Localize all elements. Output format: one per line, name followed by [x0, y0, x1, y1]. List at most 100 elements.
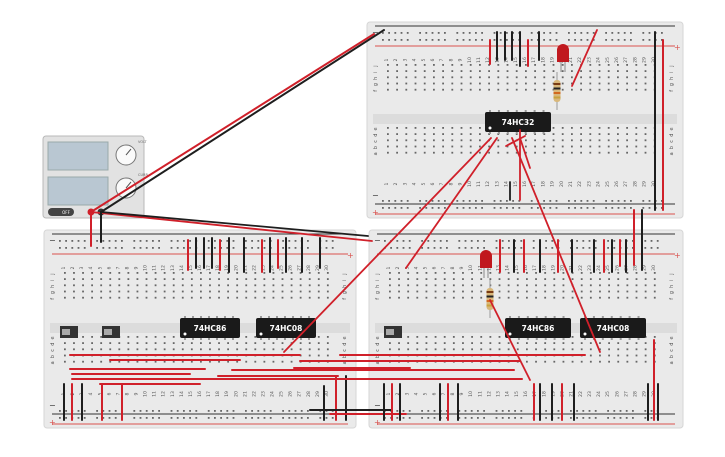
hole	[635, 64, 638, 66]
column-number: 6	[430, 58, 436, 61]
ic-pin	[517, 338, 520, 340]
hole	[127, 296, 130, 299]
hole	[460, 139, 463, 142]
hole	[497, 133, 500, 135]
hole	[506, 76, 509, 79]
hole	[471, 290, 473, 293]
rail-hole	[512, 32, 514, 34]
hole	[423, 139, 426, 142]
rail-hole	[325, 247, 328, 249]
hole	[272, 296, 275, 299]
column-number: 14	[179, 265, 185, 271]
dip-switch-toggle	[386, 329, 394, 335]
column-number: 10	[143, 265, 149, 271]
hole	[451, 64, 454, 66]
rail-hole	[152, 410, 154, 412]
hole	[469, 133, 472, 135]
hole	[589, 348, 592, 351]
hole	[525, 88, 527, 91]
hole	[200, 284, 202, 287]
hole	[398, 342, 400, 344]
column-number: 23	[260, 391, 266, 397]
hole	[163, 284, 166, 287]
hole	[598, 64, 601, 66]
column-number: 19	[550, 181, 556, 187]
hole	[236, 342, 239, 344]
hole	[497, 70, 500, 72]
rail-hole	[65, 240, 67, 242]
rail-hole	[207, 240, 210, 242]
hole	[190, 296, 193, 299]
rail-hole	[145, 247, 148, 249]
hole	[479, 133, 481, 135]
hole	[423, 145, 426, 148]
hole	[480, 290, 483, 293]
wire-red	[505, 135, 526, 147]
rail-hole	[630, 200, 632, 202]
hole	[73, 348, 75, 351]
rail-hole	[493, 32, 496, 34]
column-number: 2	[395, 266, 401, 269]
column-number: 22	[251, 265, 257, 271]
hole	[254, 360, 257, 363]
rail-hole	[514, 240, 516, 242]
hole	[626, 151, 628, 154]
rail-hole	[421, 240, 423, 242]
rail-plus-sign: +	[374, 418, 381, 427]
row-letter: a	[669, 361, 675, 364]
hole	[396, 64, 398, 66]
hole	[163, 272, 166, 274]
rail-hole	[431, 207, 434, 209]
hole	[497, 88, 500, 91]
hole	[414, 139, 417, 142]
column-number: 21	[242, 265, 248, 271]
rail-hole	[133, 410, 136, 412]
rail-hole	[623, 32, 626, 34]
row-letter: h	[375, 285, 381, 288]
rail-hole	[425, 32, 428, 34]
ic-pin	[224, 316, 226, 318]
ic-pin1-dot	[259, 332, 263, 336]
rail-hole	[294, 410, 297, 412]
hole	[515, 133, 518, 135]
rail-hole	[607, 247, 609, 249]
column-number: 15	[514, 391, 520, 397]
hole	[254, 284, 257, 287]
rail-hole	[617, 207, 620, 209]
ic-pin	[562, 338, 565, 340]
rail-minus-sign: −	[49, 401, 56, 410]
rail-hole	[483, 410, 485, 412]
hole	[396, 76, 398, 79]
hole	[552, 70, 555, 72]
rail-hole	[545, 417, 547, 419]
column-number: 11	[476, 57, 482, 63]
row-letter: h	[669, 77, 675, 80]
rail-hole	[568, 39, 570, 41]
rail-hole	[170, 240, 173, 242]
hole	[451, 76, 454, 79]
hole	[506, 139, 509, 142]
hole	[425, 296, 428, 299]
hole	[471, 278, 473, 280]
row-letter: b	[50, 355, 56, 358]
rail-hole	[477, 417, 479, 419]
hole	[617, 82, 619, 85]
hole	[405, 64, 408, 66]
hole	[200, 290, 202, 293]
hole	[405, 133, 408, 135]
rail-hole	[408, 417, 411, 419]
hole	[109, 348, 112, 351]
hole	[635, 145, 638, 148]
hole	[236, 360, 239, 363]
rail-hole	[152, 247, 154, 249]
column-number: 9	[459, 392, 465, 395]
hole	[326, 278, 329, 280]
hole	[599, 360, 601, 363]
hole	[617, 133, 619, 135]
column-number: 5	[423, 266, 429, 269]
rail-hole	[402, 247, 405, 249]
hole	[127, 342, 130, 344]
hole	[562, 278, 565, 280]
resistor-band	[553, 87, 561, 90]
rail-hole	[77, 247, 80, 249]
